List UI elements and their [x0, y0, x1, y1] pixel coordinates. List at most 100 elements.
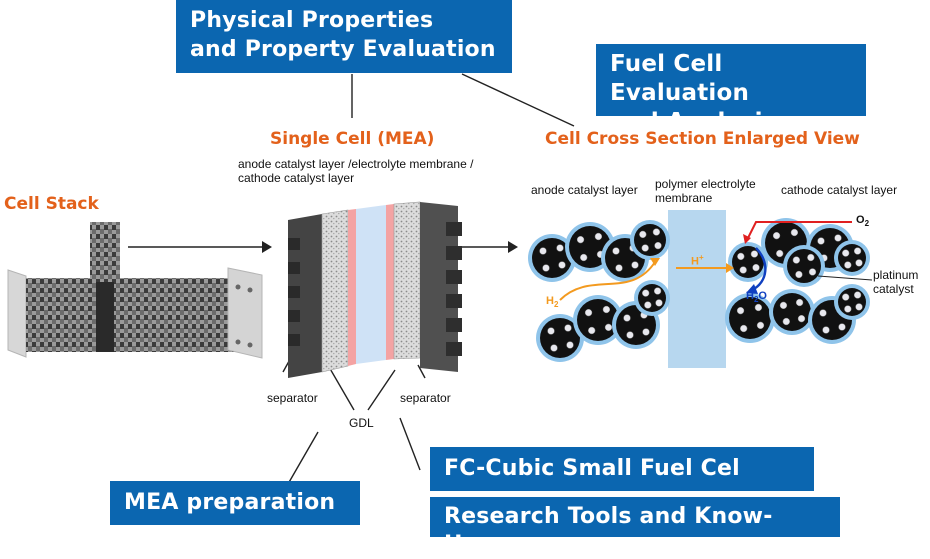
h2-h: H — [546, 295, 554, 307]
h2-label: H2 — [546, 295, 558, 309]
h2o-label: H2O — [746, 290, 767, 304]
separator-left-label: separator — [267, 391, 318, 405]
platinum-particle — [584, 309, 593, 317]
platinum-particle — [817, 237, 825, 245]
platinum-particle — [792, 256, 800, 264]
platinum-particle — [556, 244, 564, 252]
platinum-particle — [612, 247, 620, 255]
platinum-particle — [576, 236, 585, 244]
research-tools-box: Research Tools and Know-How — [430, 497, 840, 557]
platinum-particle — [542, 264, 550, 272]
platinum-particle — [654, 241, 662, 250]
h2-sub: 2 — [553, 300, 559, 310]
platinum-particle — [588, 326, 596, 335]
platinum-label-line1: platinum — [873, 268, 919, 282]
h-plus-label: H+ — [691, 253, 704, 268]
mea-preparation-label: MEA preparation — [124, 490, 336, 515]
physical-properties-line2: and Property Evaluation — [190, 37, 496, 62]
carbon-particle — [773, 293, 811, 331]
platinum-particle — [779, 301, 788, 310]
cross-section-heading: Cell Cross Section Enlarged View — [545, 129, 860, 149]
platinum-particle — [655, 299, 663, 307]
platinum-particle — [626, 331, 634, 339]
o2-label: O2 — [856, 214, 869, 228]
separator-right-label: separator — [400, 391, 451, 405]
carbon-particle — [634, 224, 666, 256]
platinum-particle — [604, 323, 613, 332]
platinum-particle — [736, 307, 745, 315]
platinum-particle — [615, 264, 623, 272]
fc-cubic-label: FC-Cubic Small Fuel Cel — [444, 456, 740, 481]
platinum-particle — [819, 309, 827, 317]
o2-sub: 2 — [864, 219, 870, 229]
platinum-particle — [602, 305, 611, 314]
platinum-particle — [623, 314, 631, 322]
platinum-particle — [795, 298, 804, 307]
carbon-particle — [787, 249, 821, 283]
carbon-particle — [838, 244, 866, 272]
platinum-particle — [580, 253, 588, 262]
physical-properties-box: Physical Properties and Property Evaluat… — [176, 0, 512, 73]
platinum-particle — [752, 263, 760, 272]
platinum-particle — [737, 252, 745, 261]
h-plus-h: H — [691, 255, 699, 268]
platinum-particle — [844, 305, 852, 313]
mea-description-line2: cathode catalyst layer — [238, 171, 355, 185]
h2o-h: H — [746, 290, 754, 302]
cell-stack-illustration — [7, 222, 263, 359]
platinum-particle — [822, 326, 830, 334]
carbon-particle — [838, 288, 866, 316]
fc-cubic-box: FC-Cubic Small Fuel Cel — [430, 447, 814, 491]
platinum-particle — [838, 323, 846, 331]
platinum-particle — [750, 250, 759, 258]
cathode-catalyst-label: cathode catalyst layer — [781, 183, 898, 197]
platinum-particle — [790, 228, 799, 237]
platinum-particle — [855, 259, 863, 267]
cell-stack-heading: Cell Stack — [4, 194, 99, 214]
mea-description: anode catalyst layer /electrolyte membra… — [238, 157, 473, 185]
platinum-particle — [539, 247, 547, 255]
platinum-catalyst-label: platinum catalyst — [873, 268, 918, 296]
h2o-o: O — [758, 290, 767, 302]
fuel-cell-evaluation-box: Fuel Cell Evaluation and Analysis — [596, 44, 866, 135]
membrane-band — [668, 210, 726, 368]
fuel-cell-evaluation-line2: and Analysis — [610, 109, 777, 135]
mea-preparation-box: MEA preparation — [110, 481, 360, 525]
platinum-particle — [550, 344, 558, 352]
platinum-particle — [842, 249, 850, 257]
platinum-particle — [834, 234, 842, 242]
platinum-particle — [558, 261, 566, 269]
platinum-particle — [564, 324, 572, 332]
platinum-particle — [756, 321, 765, 330]
platinum-particle — [853, 291, 862, 299]
platinum-particle — [739, 266, 747, 274]
cross-section-illustration — [528, 210, 873, 368]
platinum-particle — [631, 261, 639, 269]
platinum-particle — [594, 232, 603, 241]
platinum-particle — [853, 247, 862, 255]
o2-o: O — [856, 214, 865, 226]
fuel-cell-evaluation-line1: Fuel Cell Evaluation — [610, 51, 750, 106]
platinum-particle — [566, 341, 574, 349]
platinum-particle — [639, 230, 647, 239]
platinum-particle — [795, 270, 803, 279]
platinum-particle — [641, 244, 649, 252]
platinum-particle — [740, 324, 748, 333]
platinum-particle — [653, 287, 662, 295]
platinum-particle — [842, 293, 850, 301]
platinum-particle — [772, 232, 781, 240]
platinum-particle — [642, 289, 650, 297]
carbon-particle — [638, 284, 666, 312]
platinum-particle — [807, 253, 815, 262]
h2o-sub: 2 — [753, 295, 759, 305]
h-plus-sup: + — [698, 253, 704, 262]
platinum-particle — [797, 315, 806, 323]
platinum-particle — [652, 228, 661, 236]
physical-properties-line1: Physical Properties — [190, 8, 434, 33]
platinum-particle — [776, 249, 784, 258]
platinum-particle — [855, 303, 863, 311]
membrane-label-line1: polymer electrolyte — [655, 177, 756, 191]
membrane-label-line2: membrane — [655, 191, 713, 205]
platinum-particle — [642, 328, 650, 336]
mea-description-line1: anode catalyst layer /electrolyte membra… — [238, 157, 474, 171]
